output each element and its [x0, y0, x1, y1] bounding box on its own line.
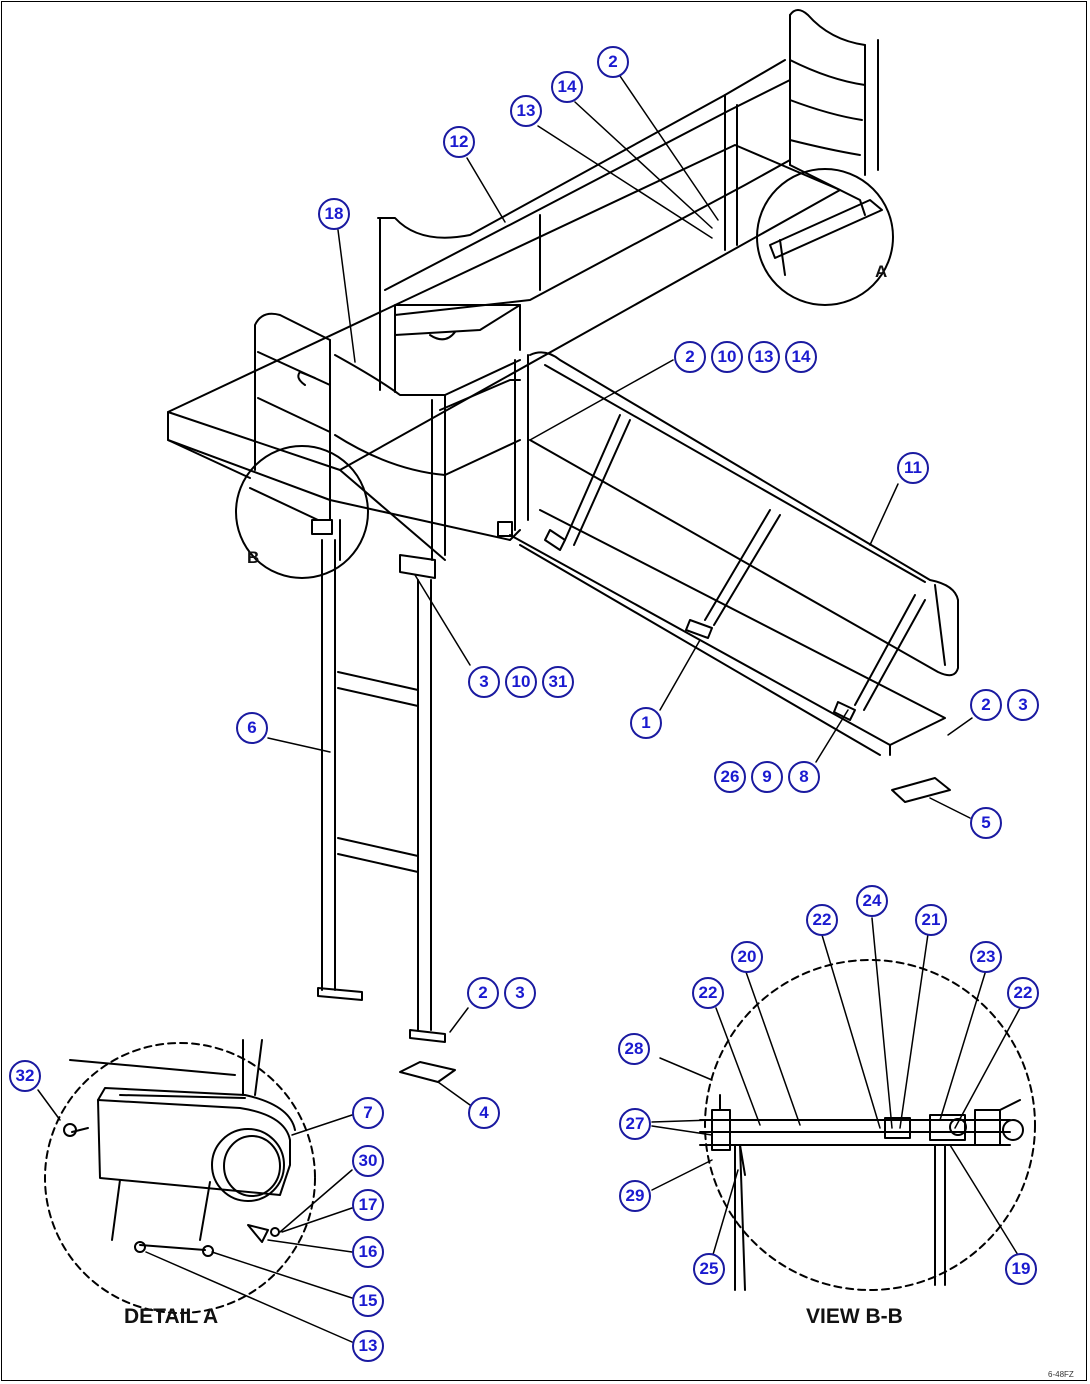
callout-part[interactable]: 22 — [1007, 977, 1039, 1009]
callout-part[interactable]: 11 — [897, 452, 929, 484]
pad-4 — [399, 1061, 456, 1083]
view-bb-drawing — [699, 959, 1036, 1291]
view-bb-caption: VIEW B-B — [806, 1305, 903, 1328]
callout-part[interactable]: 26 — [714, 761, 746, 793]
callout-part[interactable]: 13 — [510, 95, 542, 127]
ladder — [317, 539, 446, 1043]
callout-part[interactable]: 3 — [1007, 689, 1039, 721]
pad-5 — [891, 777, 951, 803]
callout-part[interactable]: 10 — [711, 341, 743, 373]
callout-part[interactable]: 9 — [751, 761, 783, 793]
callout-part[interactable]: 15 — [352, 1285, 384, 1317]
callout-part[interactable]: 14 — [785, 341, 817, 373]
callout-part[interactable]: 8 — [788, 761, 820, 793]
view-bb-leaders — [651, 917, 1021, 1259]
callout-part[interactable]: 23 — [970, 941, 1002, 973]
detail-a-caption: DETAIL A — [124, 1305, 219, 1328]
callout-part[interactable]: 14 — [551, 71, 583, 103]
callout-part[interactable]: 30 — [352, 1145, 384, 1177]
callout-part[interactable]: 24 — [856, 885, 888, 917]
callout-part[interactable]: 13 — [748, 341, 780, 373]
callout-part[interactable]: 29 — [619, 1180, 651, 1212]
detail-circle-a — [756, 168, 894, 306]
stair-stringer — [509, 509, 946, 756]
callout-part[interactable]: 16 — [352, 1236, 384, 1268]
callout-part[interactable]: 2 — [970, 689, 1002, 721]
callout-part[interactable]: 13 — [352, 1330, 384, 1362]
callout-part[interactable]: 25 — [693, 1253, 725, 1285]
callout-part[interactable]: 2 — [467, 977, 499, 1009]
callout-part[interactable]: 10 — [505, 666, 537, 698]
callout-part[interactable]: 22 — [806, 904, 838, 936]
callout-part[interactable]: 22 — [692, 977, 724, 1009]
detail-a-leaders — [37, 1089, 353, 1343]
callout-part[interactable]: 3 — [468, 666, 500, 698]
callout-part[interactable]: 1 — [630, 707, 662, 739]
drawing-code: 6-48FZ — [1048, 1370, 1074, 1379]
callout-part[interactable]: 12 — [443, 126, 475, 158]
callout-part[interactable]: 4 — [468, 1097, 500, 1129]
section-letter-a: A — [875, 262, 888, 281]
detail-circle-b — [235, 445, 369, 579]
callout-part[interactable]: 31 — [542, 666, 574, 698]
callout-part[interactable]: 2 — [597, 46, 629, 78]
left-guard-rail — [254, 312, 529, 561]
callout-part[interactable]: 17 — [352, 1189, 384, 1221]
callout-part[interactable]: 19 — [1005, 1253, 1037, 1285]
callout-part[interactable]: 18 — [318, 198, 350, 230]
callout-part[interactable]: 20 — [731, 941, 763, 973]
section-letter-b: B — [247, 548, 260, 567]
leader-lines — [267, 75, 973, 1106]
callout-part[interactable]: 27 — [619, 1108, 651, 1140]
callout-part[interactable]: 28 — [618, 1033, 650, 1065]
callout-part[interactable]: 32 — [9, 1060, 41, 1092]
callout-part[interactable]: 7 — [352, 1097, 384, 1129]
callout-part[interactable]: 5 — [970, 807, 1002, 839]
callout-part[interactable]: 2 — [674, 341, 706, 373]
callout-part[interactable]: 3 — [504, 977, 536, 1009]
detail-a-drawing — [44, 1039, 316, 1314]
callout-part[interactable]: 21 — [915, 904, 947, 936]
callout-part[interactable]: 6 — [236, 712, 268, 744]
stair-handrail — [529, 351, 959, 711]
upper-guard-rail — [377, 9, 879, 391]
